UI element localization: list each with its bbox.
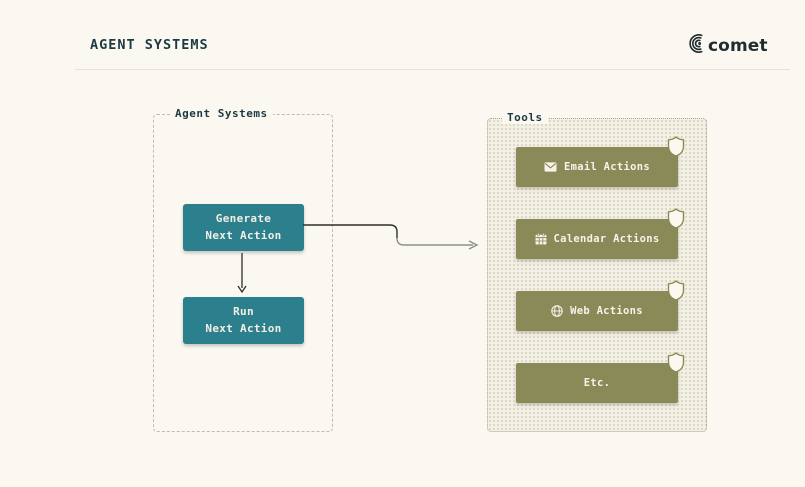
email-icon [544, 162, 557, 172]
tool-etc: Etc. [516, 352, 685, 403]
tools-panel: Tools Email Actions [487, 111, 707, 432]
node-run-next-action: Run Next Action [183, 297, 304, 344]
brand-logo: comet [686, 33, 768, 58]
tool-label: Email Actions [563, 161, 651, 173]
tool-label: Etc. [583, 377, 611, 389]
shield-badge-icon [667, 208, 685, 229]
tools-panel-label: Tools [502, 111, 548, 124]
calendar-icon [535, 233, 547, 245]
tool-label: Web Actions [570, 305, 643, 317]
globe-icon [551, 305, 563, 317]
node-label-line: Next Action [205, 228, 282, 242]
shield-badge-icon [667, 136, 685, 157]
tool-web-actions: Web Actions [516, 280, 685, 331]
header-divider [75, 69, 790, 70]
node-label-line: Run [233, 305, 254, 318]
page-title: AGENT SYSTEMS [90, 37, 209, 53]
comet-logo-icon [686, 33, 706, 58]
tool-calendar-actions: Calendar Actions [516, 208, 685, 259]
node-label-line: Generate [215, 212, 272, 225]
node-generate-next-action: Generate Next Action [183, 204, 304, 251]
node-label-line: Next Action [205, 321, 282, 335]
brand-name: comet [708, 35, 768, 56]
tool-email-actions: Email Actions [516, 136, 685, 187]
shield-badge-icon [667, 352, 685, 373]
agent-systems-panel: Agent Systems Generate Next Action Run N… [153, 107, 333, 432]
tool-label: Calendar Actions [553, 233, 660, 245]
agent-systems-panel-label: Agent Systems [170, 107, 273, 120]
shield-badge-icon [667, 280, 685, 301]
